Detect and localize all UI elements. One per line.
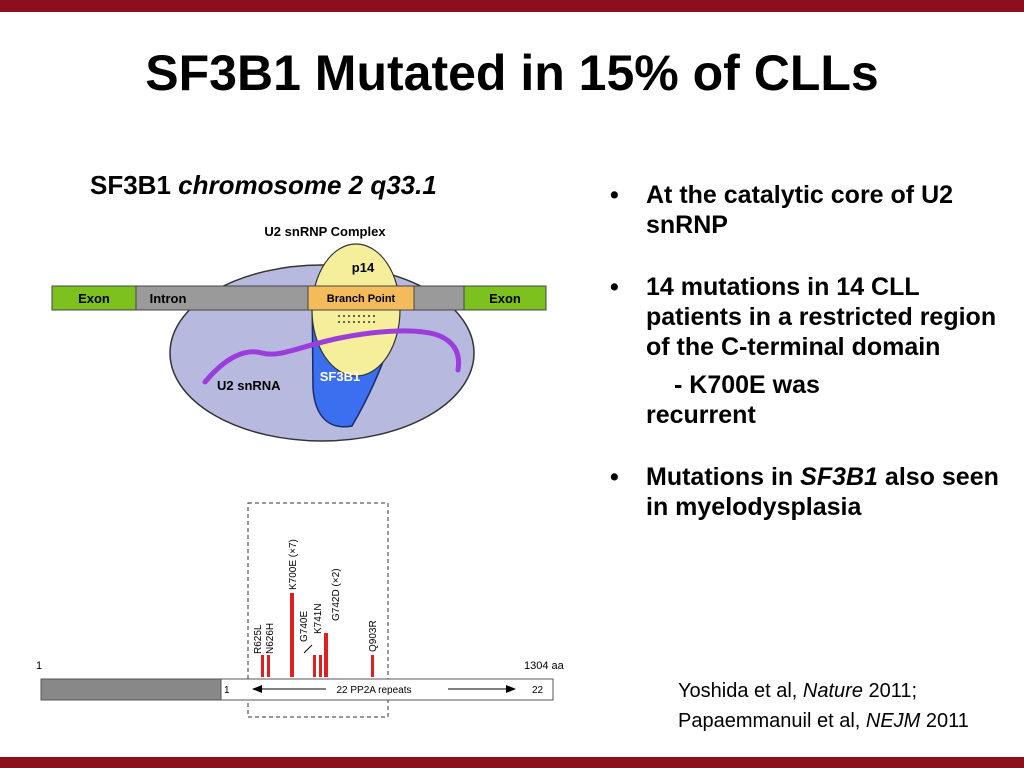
reference-2-authors: Papaemmanuil et al,	[678, 710, 866, 732]
mutation-bar-r625l	[261, 655, 264, 677]
reference-yoshida: Yoshida et al, Nature 2011;	[678, 676, 969, 706]
bullet-text-3-gene: SF3B1	[800, 463, 878, 491]
bullet-text-3-post: also seen in myelodysplasia	[646, 463, 999, 521]
exon-left-box	[51, 285, 137, 311]
c-terminal-region-box	[247, 502, 389, 718]
bullet-text-3-pre: Mutations in	[646, 463, 801, 491]
bullet-subtext-k700e: - K700E was	[674, 371, 820, 399]
bullet-myelodysplasia: • Mutations in SF3B1 also seen in myelody…	[606, 462, 1006, 522]
mutation-label-g742d: G742D (×2)	[331, 568, 342, 621]
references: Yoshida et al, Nature 2011; Papaemmanuil…	[678, 676, 969, 736]
reference-1-journal: Nature	[802, 680, 863, 702]
repeat-arrowhead-left	[252, 685, 262, 693]
mutation-bar-k741n	[319, 655, 322, 677]
intron-box-right	[413, 285, 465, 311]
subtitle-gene: SF3B1	[90, 170, 179, 200]
bottom-accent-bar	[0, 757, 1024, 768]
exon-left-label: Exon	[78, 291, 110, 306]
repeat-end-label: 22	[532, 685, 544, 696]
diagram-subtitle: SF3B1 chromosome 2 q33.1	[90, 170, 437, 201]
protein-end-label: 1304 aa	[524, 660, 565, 672]
repeat-start-label: 1	[224, 685, 230, 696]
subtitle-locus: chromosome 2 q33.1	[178, 170, 437, 200]
complex-title: U2 snRNP Complex	[264, 224, 386, 239]
reference-2-year: 2011	[920, 710, 969, 732]
bullet-text-1: At the catalytic core of U2 snRNP	[646, 181, 954, 239]
bullet-list: • At the catalytic core of U2 snRNP • 14 m…	[606, 180, 1006, 554]
reference-1-authors: Yoshida et al,	[678, 680, 803, 702]
mutation-label-k741n: K741N	[313, 603, 324, 634]
branch-point-label: Branch Point	[327, 293, 396, 305]
mutation-label-r625l: R625L	[253, 624, 264, 654]
mutation-label-n626h: N626H	[265, 623, 276, 654]
bullet-text-2: 14 mutations in 14 CLL patients in a res…	[646, 273, 997, 361]
mutation-bar-n626h	[267, 655, 270, 677]
sf3b1-mutation-map: 1 1304 aa 1 22 22 PP2A repeats R625L N62…	[36, 502, 565, 718]
repeat-label: 22 PP2A repeats	[336, 685, 411, 696]
intron-box	[135, 285, 309, 311]
repeat-arrowhead-right	[506, 685, 516, 693]
exon-right-label: Exon	[489, 291, 521, 306]
protein-n-terminal-bar	[40, 678, 222, 701]
exon-right-box	[463, 285, 547, 311]
mutation-bar-q903r	[371, 655, 374, 677]
mutation-label-k700e: K700E (×7)	[288, 539, 299, 590]
reference-1-year: 2011;	[862, 680, 918, 702]
reference-2-journal: NEJM	[865, 710, 921, 732]
mutation-bar-g742d	[324, 633, 328, 677]
bullet-cll-mutations: • 14 mutations in 14 CLL patients in a re…	[606, 272, 1006, 430]
slide-title: SF3B1 Mutated in 15% of CLLs	[145, 45, 879, 101]
sf3b1-label: SF3B1	[320, 369, 360, 384]
reference-papaemmanuil: Papaemmanuil et al, NEJM 2011	[678, 706, 969, 736]
mutation-label-g740e: G740E	[299, 611, 310, 642]
bullet-catalytic-core: • At the catalytic core of U2 snRNP	[606, 180, 1006, 240]
mutation-label-q903r: Q903R	[368, 620, 379, 652]
mutation-leader-g740e	[303, 644, 313, 654]
mutation-bar-g740e	[313, 655, 316, 677]
mutation-bar-k700e	[290, 593, 294, 677]
u2-snrna-label: U2 snRNA	[217, 378, 281, 393]
p14-label: p14	[352, 260, 375, 275]
protein-start-label: 1	[36, 660, 42, 672]
top-accent-bar	[0, 0, 1024, 12]
bullet-dot: •	[610, 463, 619, 491]
intron-label: Intron	[150, 291, 187, 306]
bullet-subtext-recurrent: recurrent	[646, 401, 756, 429]
u2-snrna-strand	[202, 328, 462, 385]
pp2a-repeat-region	[220, 678, 554, 701]
bullet-dot: •	[610, 273, 619, 301]
bullet-dot: •	[610, 181, 619, 209]
u2-snrnp-diagram: U2 snRNP Complex Exon Intron Exon Branch…	[51, 224, 547, 442]
branch-point-box	[307, 285, 415, 311]
